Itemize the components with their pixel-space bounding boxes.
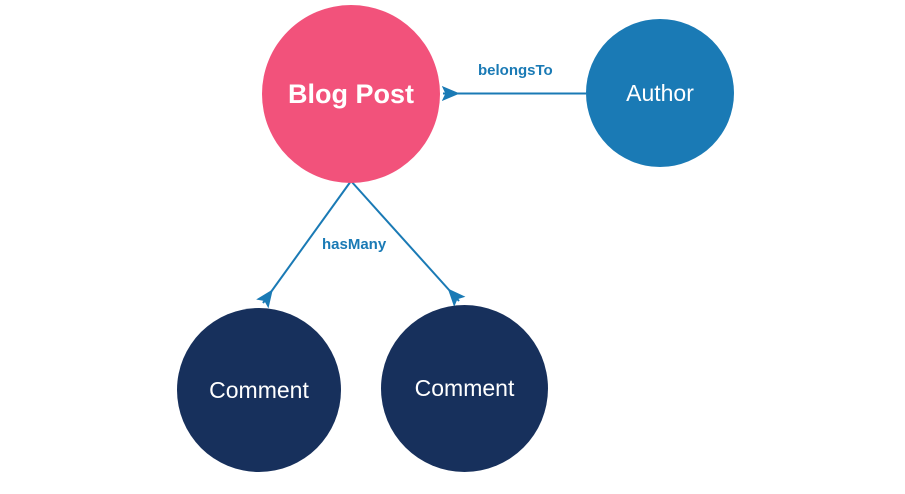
node-comment-left-label: Comment <box>209 376 309 403</box>
node-blog-post[interactable]: Blog Post <box>262 5 440 183</box>
node-comment-right-label: Comment <box>414 375 515 402</box>
edge-has-many-right <box>350 180 466 307</box>
node-blog-post-label: Blog Post <box>288 78 414 109</box>
edge-label-belongs-to: belongsTo <box>478 62 553 79</box>
node-comment-left[interactable]: Comment <box>177 308 341 472</box>
edge-label-has-many: hasMany <box>322 236 387 253</box>
node-author[interactable]: Author <box>586 19 734 167</box>
edge-has-many-left <box>256 180 352 309</box>
node-comment-right[interactable]: Comment <box>381 305 548 472</box>
node-author-label: Author <box>626 79 694 106</box>
